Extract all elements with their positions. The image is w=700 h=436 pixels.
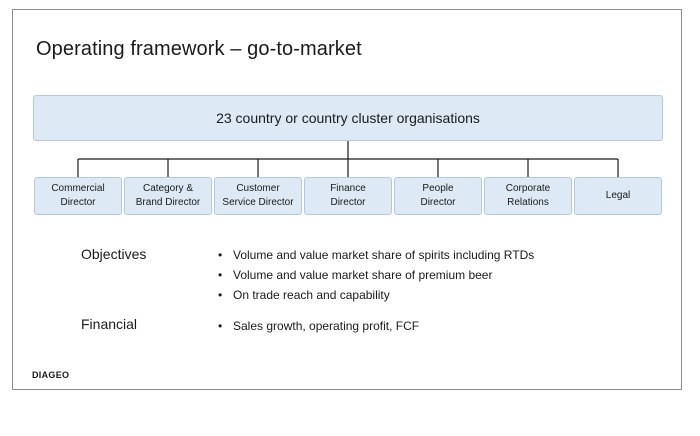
org-connectors — [77, 141, 619, 177]
slide-title: Operating framework – go-to-market — [36, 38, 362, 60]
role-box-corporate-relations: Corporate Relations — [484, 177, 572, 215]
role-box-finance-director: Finance Director — [304, 177, 392, 215]
objectives-list: Volume and value market share of spirits… — [218, 245, 534, 305]
role-label: Finance Director — [330, 183, 366, 208]
financial-list: Sales growth, operating profit, FCF — [218, 316, 419, 336]
slide: Operating framework – go-to-market 23 co… — [12, 9, 682, 390]
org-top-box: 23 country or country cluster organisati… — [33, 95, 663, 141]
role-box-customer-service-director: Customer Service Director — [214, 177, 302, 215]
role-box-commercial-director: Commercial Director — [34, 177, 122, 215]
role-label: Customer Service Director — [222, 183, 294, 208]
objective-item: On trade reach and capability — [218, 285, 534, 305]
objective-item: Volume and value market share of spirits… — [218, 245, 534, 265]
role-label: Corporate Relations — [505, 183, 551, 208]
role-label: Commercial Director — [51, 183, 105, 208]
objective-item: Volume and value market share of premium… — [218, 265, 534, 285]
role-box-category-brand-director: Category & Brand Director — [124, 177, 212, 215]
diageo-logo: DIAGEO — [32, 370, 70, 380]
role-label: People Director — [420, 183, 456, 208]
org-top-box-label: 23 country or country cluster organisati… — [216, 110, 480, 126]
role-box-people-director: People Director — [394, 177, 482, 215]
objectives-label: Objectives — [81, 246, 147, 262]
financial-item: Sales growth, operating profit, FCF — [218, 316, 419, 336]
role-box-legal: Legal — [574, 177, 662, 215]
role-label: Category & Brand Director — [135, 183, 201, 208]
financial-label: Financial — [81, 316, 138, 332]
role-label: Legal — [605, 190, 631, 201]
